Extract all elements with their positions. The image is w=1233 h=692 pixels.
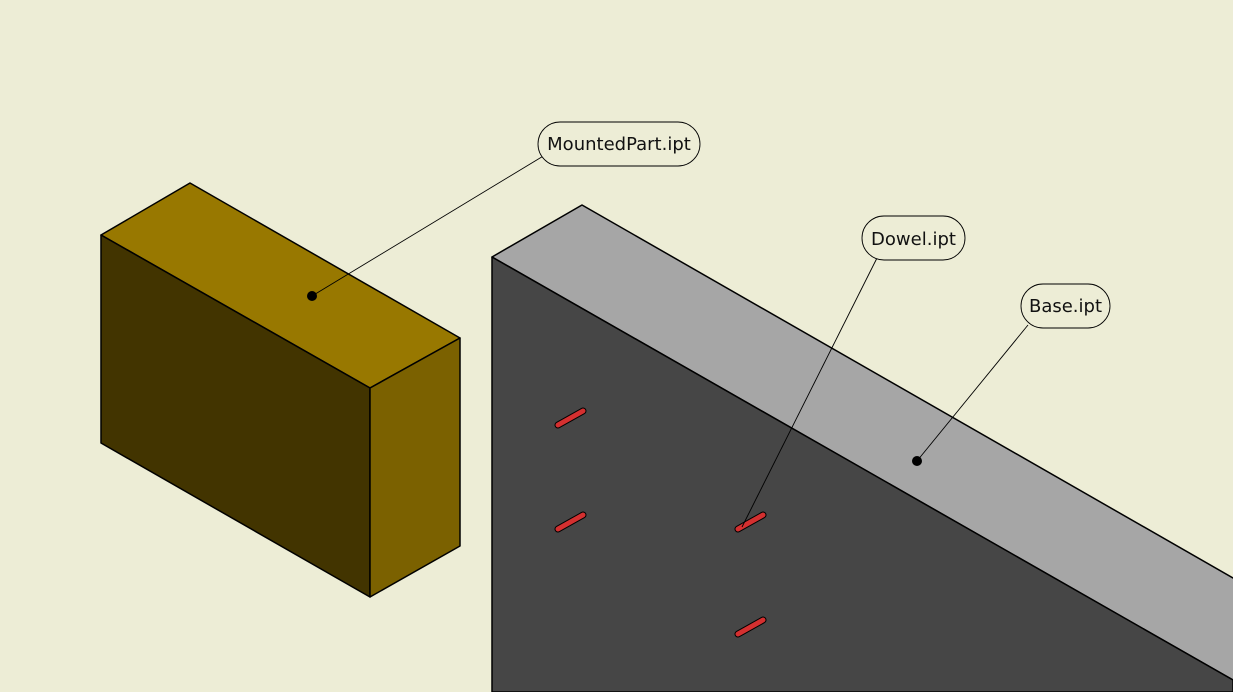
base-label: Base.ipt xyxy=(1029,296,1102,317)
dowel-leader-line xyxy=(741,257,878,528)
base-leader-dot xyxy=(912,456,922,466)
base-top-face xyxy=(491,204,1233,692)
mounted-part[interactable] xyxy=(100,182,461,598)
base-callout[interactable]: Base.ipt xyxy=(1020,283,1111,329)
mounted-part-leader-dot xyxy=(307,291,317,301)
base-front-face xyxy=(491,256,1233,692)
base-part[interactable] xyxy=(491,204,1233,692)
mounted-part-side-face xyxy=(369,337,461,598)
dowel-label: Dowel.ipt xyxy=(871,229,956,250)
dowel-pin[interactable] xyxy=(554,511,587,533)
mounted-part-label: MountedPart.ipt xyxy=(547,134,691,155)
dowel-pin[interactable] xyxy=(734,616,767,638)
base-leader-line xyxy=(916,324,1029,462)
dowel-callout[interactable]: Dowel.ipt xyxy=(861,215,966,261)
mounted-part-callout[interactable]: MountedPart.ipt xyxy=(537,121,701,167)
mounted-part-leader-line xyxy=(311,154,546,297)
dowel-pin[interactable] xyxy=(554,407,587,429)
